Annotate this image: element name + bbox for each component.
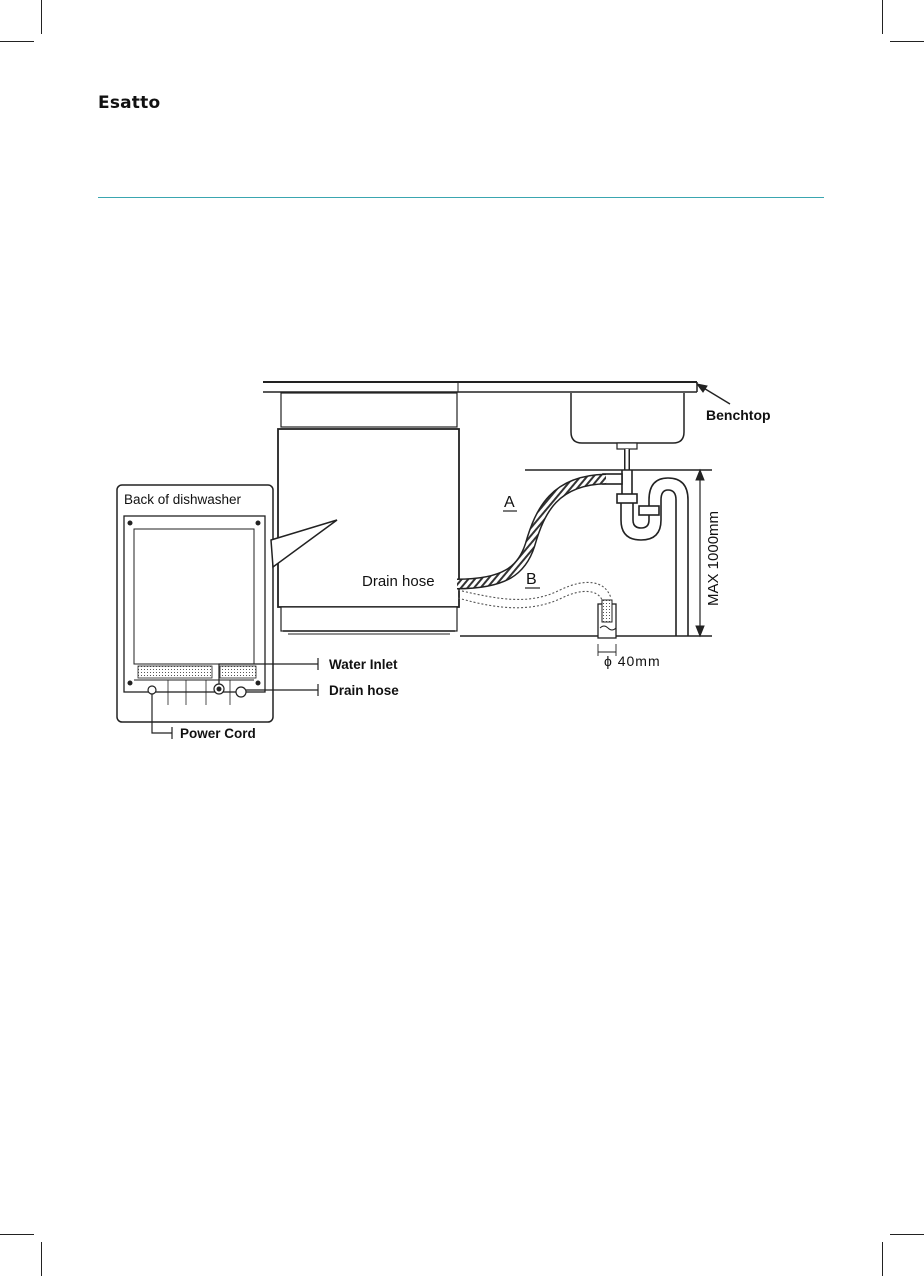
standpipe bbox=[598, 600, 616, 656]
back-of-dishwasher-title: Back of dishwasher bbox=[124, 492, 242, 507]
option-b-label: B bbox=[526, 571, 537, 588]
water-inlet-label: Water Inlet bbox=[329, 657, 398, 672]
diameter-label: ϕ 40mm bbox=[604, 653, 661, 669]
drain-hose-main-label: Drain hose bbox=[362, 573, 435, 590]
benchtop-leader bbox=[697, 384, 730, 404]
dishwasher-side-view bbox=[278, 393, 459, 634]
drain-hose-a-coils bbox=[457, 479, 606, 584]
benchtop bbox=[263, 382, 697, 392]
benchtop-label: Benchtop bbox=[706, 407, 771, 423]
max-height-label: MAX 1000mm bbox=[705, 511, 722, 606]
option-a-label: A bbox=[504, 494, 515, 511]
sink bbox=[571, 393, 684, 470]
max-height-dimension bbox=[696, 470, 704, 636]
drain-hose-back-label: Drain hose bbox=[329, 683, 399, 698]
power-cord-label: Power Cord bbox=[180, 726, 256, 741]
